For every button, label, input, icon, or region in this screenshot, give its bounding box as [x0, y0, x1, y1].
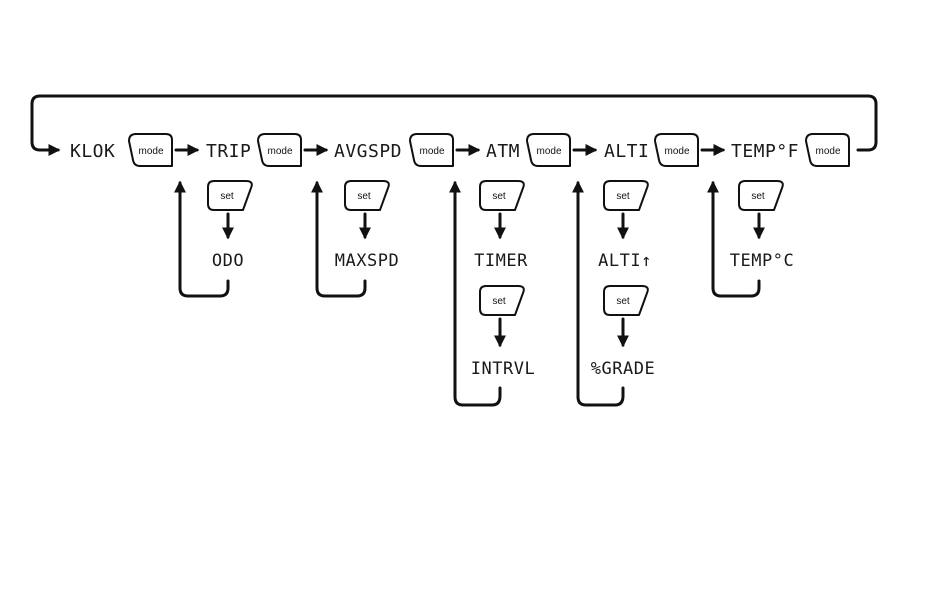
sub-mode-timer: TIMER: [474, 251, 528, 271]
mode-button[interactable]: mode: [410, 134, 453, 166]
mode-tempf: TEMP°F: [731, 141, 799, 162]
mode-avgspd: AVGSPD: [334, 141, 402, 162]
sub-mode-odo: ODO: [212, 251, 244, 271]
sub-mode-grade: %GRADE: [591, 359, 655, 379]
svg-text:set: set: [220, 191, 234, 202]
set-button[interactable]: set: [345, 181, 389, 210]
svg-text:set: set: [616, 191, 630, 202]
mode-button[interactable]: mode: [129, 134, 172, 166]
set-button[interactable]: set: [480, 286, 524, 315]
svg-text:set: set: [492, 191, 506, 202]
mode-klok: KLOK: [70, 141, 115, 162]
mode-button[interactable]: mode: [258, 134, 301, 166]
svg-text:mode: mode: [138, 146, 163, 157]
svg-text:mode: mode: [815, 146, 840, 157]
svg-text:set: set: [616, 296, 630, 307]
sub-mode-alti-up: ALTI↑: [598, 251, 652, 271]
sub-mode-tempc: TEMP°C: [730, 251, 794, 271]
svg-text:mode: mode: [419, 146, 444, 157]
mode-button[interactable]: mode: [655, 134, 698, 166]
svg-text:mode: mode: [267, 146, 292, 157]
mode-button[interactable]: mode: [527, 134, 570, 166]
svg-text:mode: mode: [664, 146, 689, 157]
sub-mode-intrvl: INTRVL: [471, 359, 535, 379]
set-button[interactable]: set: [480, 181, 524, 210]
mode-trip: TRIP: [206, 141, 251, 162]
sub-mode-maxspd: MAXSPD: [335, 251, 399, 271]
mode-atm: ATM: [486, 141, 520, 162]
mode-button[interactable]: mode: [806, 134, 849, 166]
set-button[interactable]: set: [208, 181, 252, 210]
svg-text:set: set: [751, 191, 765, 202]
set-button[interactable]: set: [604, 286, 648, 315]
svg-text:set: set: [492, 296, 506, 307]
svg-text:set: set: [357, 191, 371, 202]
set-button[interactable]: set: [604, 181, 648, 210]
svg-text:mode: mode: [536, 146, 561, 157]
set-button[interactable]: set: [739, 181, 783, 210]
mode-alti: ALTI: [604, 141, 649, 162]
